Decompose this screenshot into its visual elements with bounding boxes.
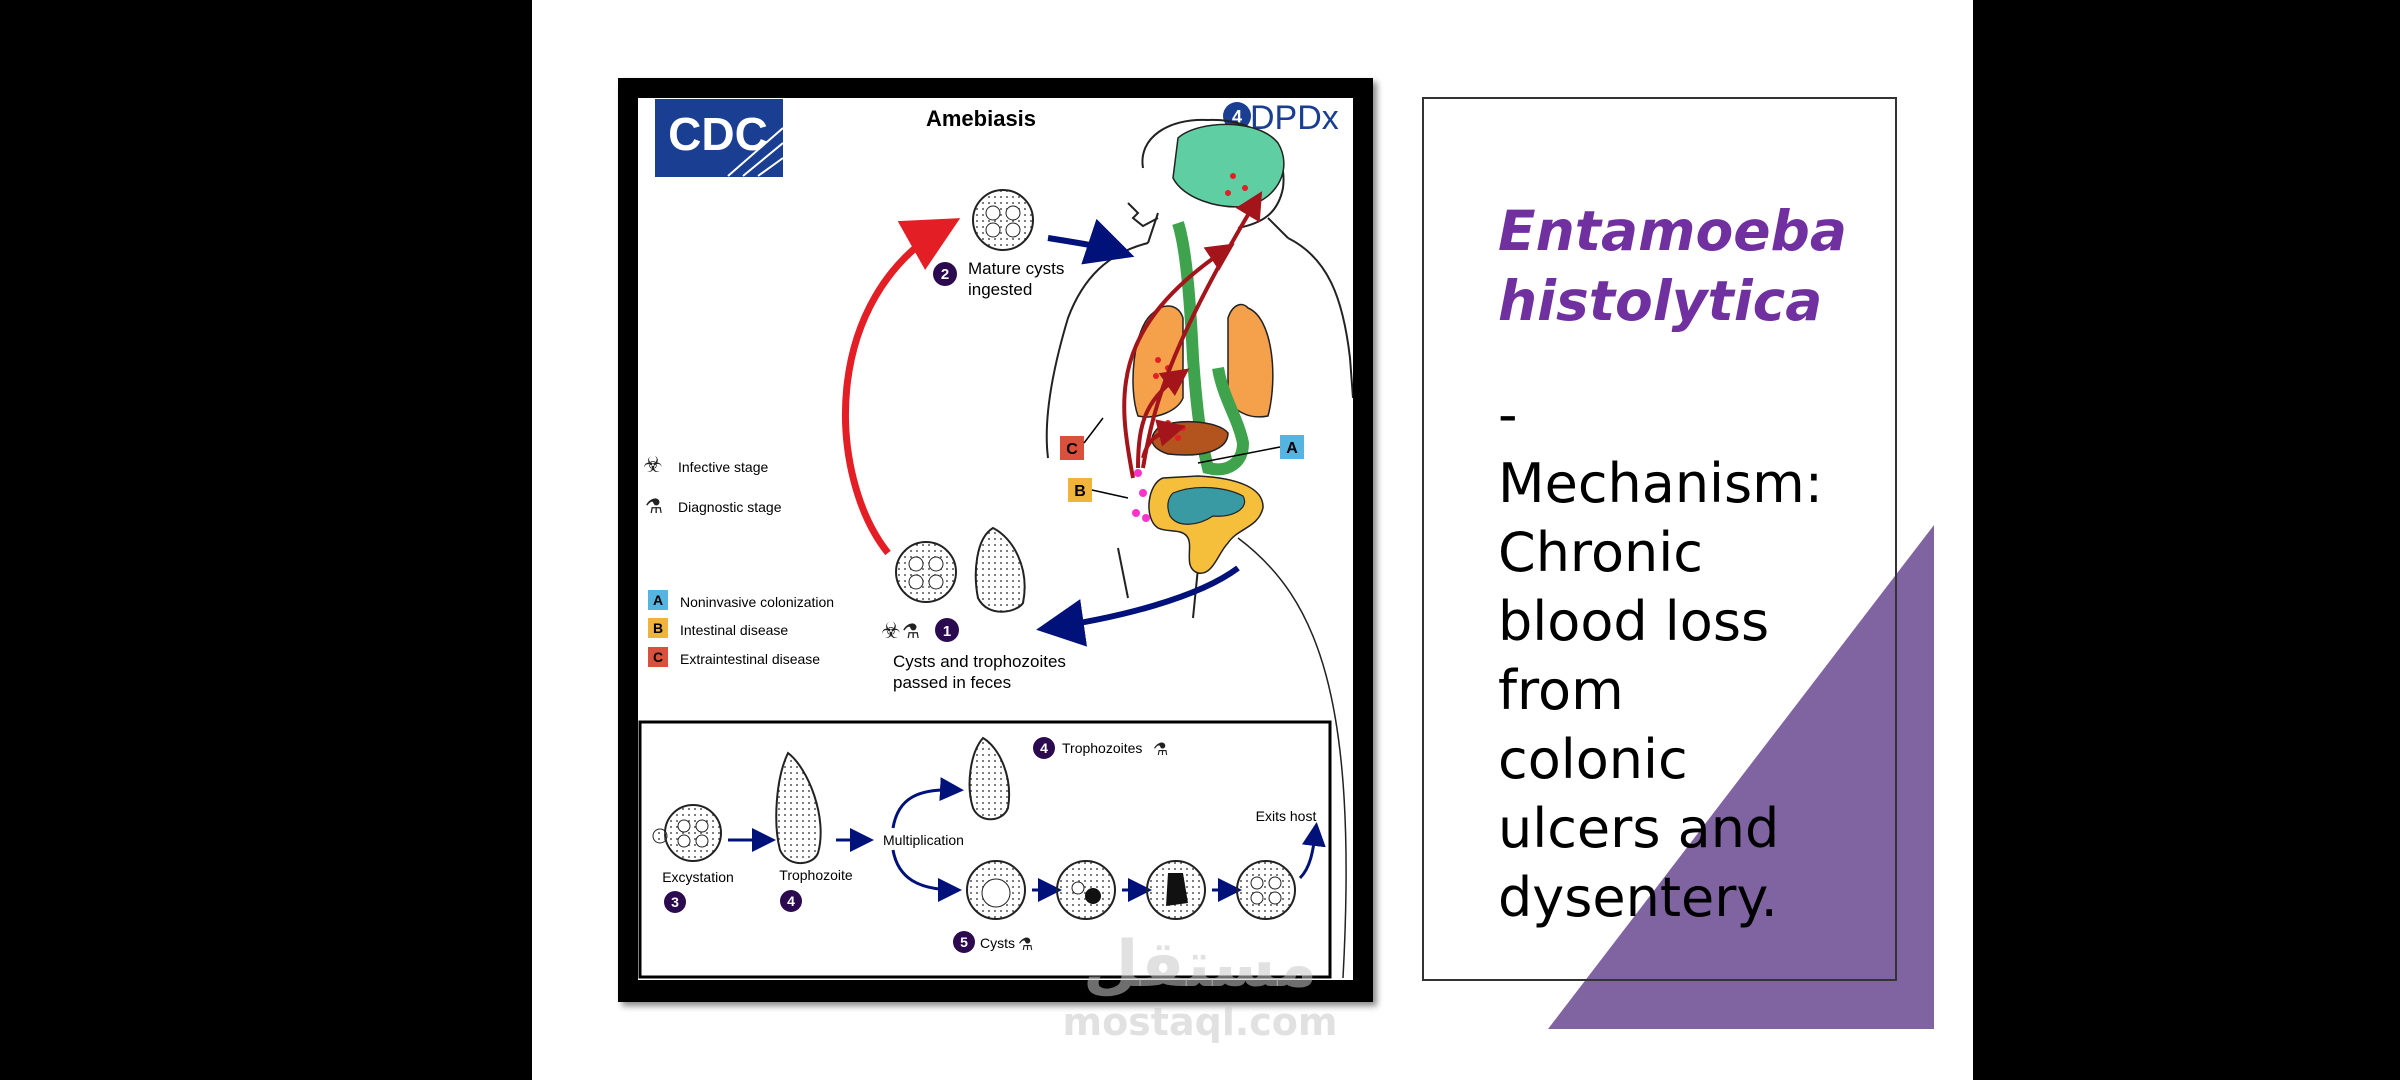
label-a-box [1280,435,1304,459]
slide-body-line: from [1498,659,1624,722]
arrow-mult-trophs [891,777,964,829]
step1-text-line2: passed in feces [893,673,1011,692]
slide-body-line: Mechanism: [1498,452,1823,515]
feces-trophozoite-image [974,526,1026,613]
step3-circle [664,891,686,913]
dpdx-logo-text: DPDx [1250,99,1339,137]
figure-title: Amebiasis [926,106,1036,131]
feces-cyst-image [895,541,957,603]
legend-diagnostic: Diagnostic stage [678,499,782,515]
trophozoite-label: Trophozoite [779,867,853,883]
label-a-pointer [1197,446,1281,464]
excystation-image [652,804,722,862]
step3-number: 3 [671,894,679,910]
legend-b-swatch [648,618,668,638]
legend-c-swatch [648,647,668,667]
feces-stage-icons: ☣ ⚗ [881,618,920,643]
watermark: مستقل mostaql.com [1060,930,1340,1044]
arrow-mult-cysts [891,849,962,902]
step2-circle [933,262,957,286]
watermark-arabic: مستقل [1082,928,1318,1002]
lifecycle-diagram: CDC Amebiasis 4 DPDx [638,98,1354,980]
slide-body-line: - [1498,383,1518,446]
step1-circle [935,618,959,642]
label-a-text: A [1286,440,1298,457]
slide-body-line: ulcers and [1498,797,1780,860]
slide-body-line: blood loss [1498,590,1770,653]
colon-ulcer-dots [1132,469,1150,522]
legend-infective: Infective stage [678,459,768,475]
human-body-illustration [1045,118,1354,619]
cysts-microscope-icon: ⚗ [1018,935,1033,954]
step4b-circle [1033,737,1055,759]
legend-a-key: A [653,592,663,608]
legend-a-label: Noninvasive colonization [680,594,834,610]
slide-body-line: dysentery. [1498,866,1778,929]
dissemination-arrows [1122,191,1263,479]
step5-number: 5 [960,934,968,950]
dpdx-logo: 4 DPDx [1223,99,1339,137]
brain [1172,123,1285,208]
exits-host-label: Exits host [1256,808,1317,824]
label-b-box [1068,478,1092,502]
excystation-label: Excystation [662,869,734,885]
trophozoites-microscope-icon: ⚗ [1153,740,1168,759]
legend-c-key: C [653,649,663,665]
text-box-border [1422,97,1897,981]
cysts-label: Cysts [980,935,1015,951]
step1-text-line1: Cysts and trophozoites [893,652,1066,671]
arrow-to-feces [1036,565,1240,647]
legend-b-key: B [653,620,663,636]
step2-text-line1: Mature cysts [968,259,1064,278]
small-intestine [1167,486,1246,525]
slide-body-line: colonic [1498,728,1688,791]
trophozoites-image [968,736,1010,821]
arrow-exits [1298,822,1326,880]
multiplication-label: Multiplication [883,832,964,848]
svg-text:☣: ☣ [881,618,901,643]
cdc-logo: CDC [655,99,784,177]
label-c-text: C [1066,441,1078,458]
label-c-box [1060,436,1084,460]
trophozoites-label: Trophozoites [1062,740,1142,756]
label-c-pointer [1083,417,1104,444]
slide-body-line: Chronic [1498,521,1703,584]
step4b-number: 4 [1040,740,1048,756]
mature-cyst-image [972,189,1034,251]
legend-c-label: Extraintestinal disease [680,651,820,667]
exit-host-line [1237,537,1347,979]
amebiasis-lifecycle-figure: CDC Amebiasis 4 DPDx [638,98,1354,980]
svg-text:⚗: ⚗ [902,621,920,643]
arrow-environment [841,218,961,556]
watermark-latin: mostaql.com [1062,1000,1338,1044]
arrow-to-mouth [1047,218,1135,265]
trophozoite-image [775,751,822,865]
legend-b-label: Intestinal disease [680,622,788,638]
step2-text-line2: ingested [968,280,1032,299]
label-b-pointer [1091,489,1129,499]
svg-text:4: 4 [1232,107,1242,127]
step5-circle [953,931,975,953]
legend-a-swatch [648,590,668,610]
step2-number: 2 [941,266,949,283]
cyst-stages [966,860,1296,920]
microscope-icon: ⚗ [645,496,663,518]
cdc-logo-text: CDC [668,108,768,160]
step1-number: 1 [943,623,951,640]
step4a-number: 4 [787,893,795,909]
label-b-text: B [1074,483,1086,500]
step4a-circle [780,890,802,912]
biohazard-icon: ☣ [643,452,663,477]
slide-title: Entamoeba histolytica [1498,199,1848,333]
esophagus-stomach [1172,221,1250,476]
decorative-triangle [1548,525,1934,1029]
